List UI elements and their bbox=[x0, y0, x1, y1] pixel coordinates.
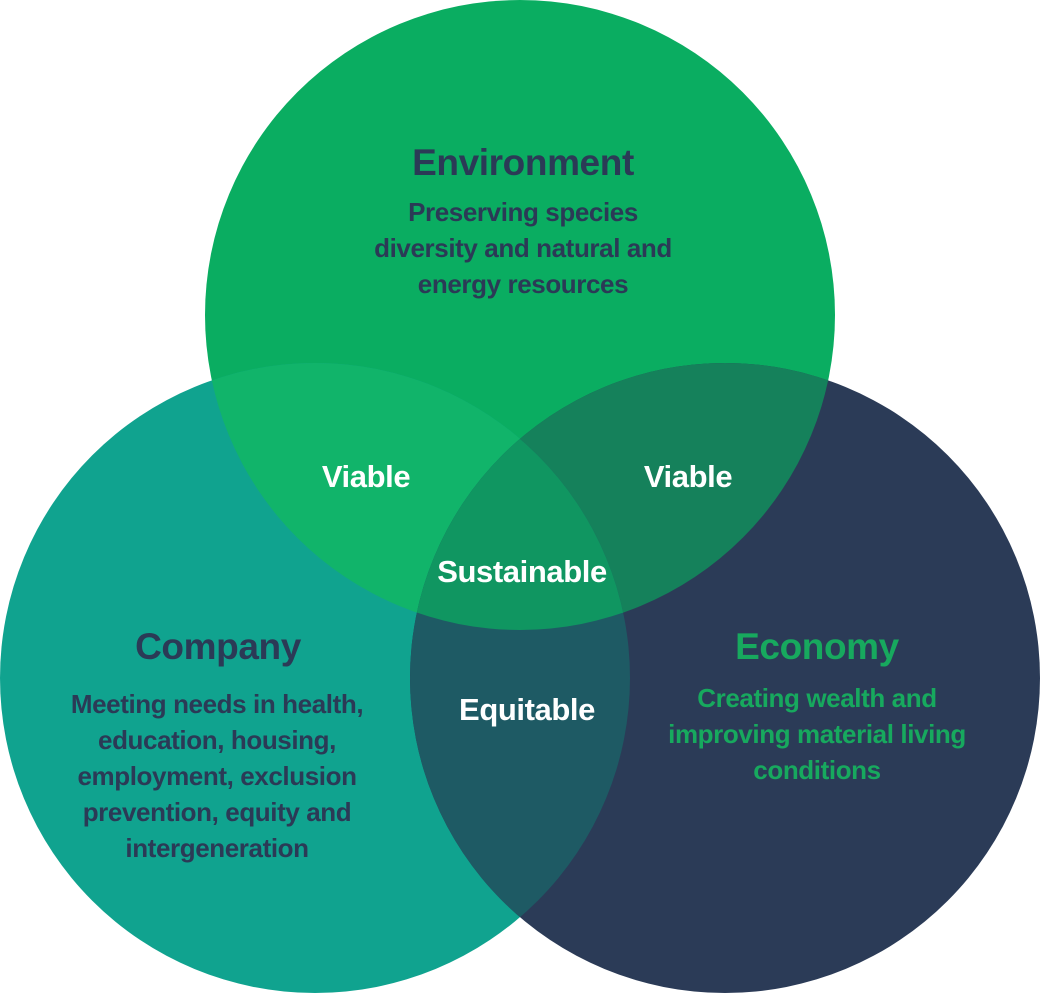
economy-title: Economy bbox=[735, 626, 899, 667]
viable-left-label: Viable bbox=[321, 459, 411, 494]
sustainable-label: Sustainable bbox=[437, 554, 607, 589]
environment-title: Environment bbox=[412, 142, 634, 183]
company-description: Meeting needs in health, education, hous… bbox=[70, 689, 364, 863]
viable-right-label: Viable bbox=[643, 459, 733, 494]
economy-description: Creating wealth and improving material l… bbox=[668, 683, 966, 785]
environment-description: Preserving species diversity and natural… bbox=[374, 197, 672, 299]
center-overlap bbox=[410, 363, 630, 630]
company-title: Company bbox=[135, 626, 301, 667]
equitable-label: Equitable bbox=[459, 692, 595, 727]
